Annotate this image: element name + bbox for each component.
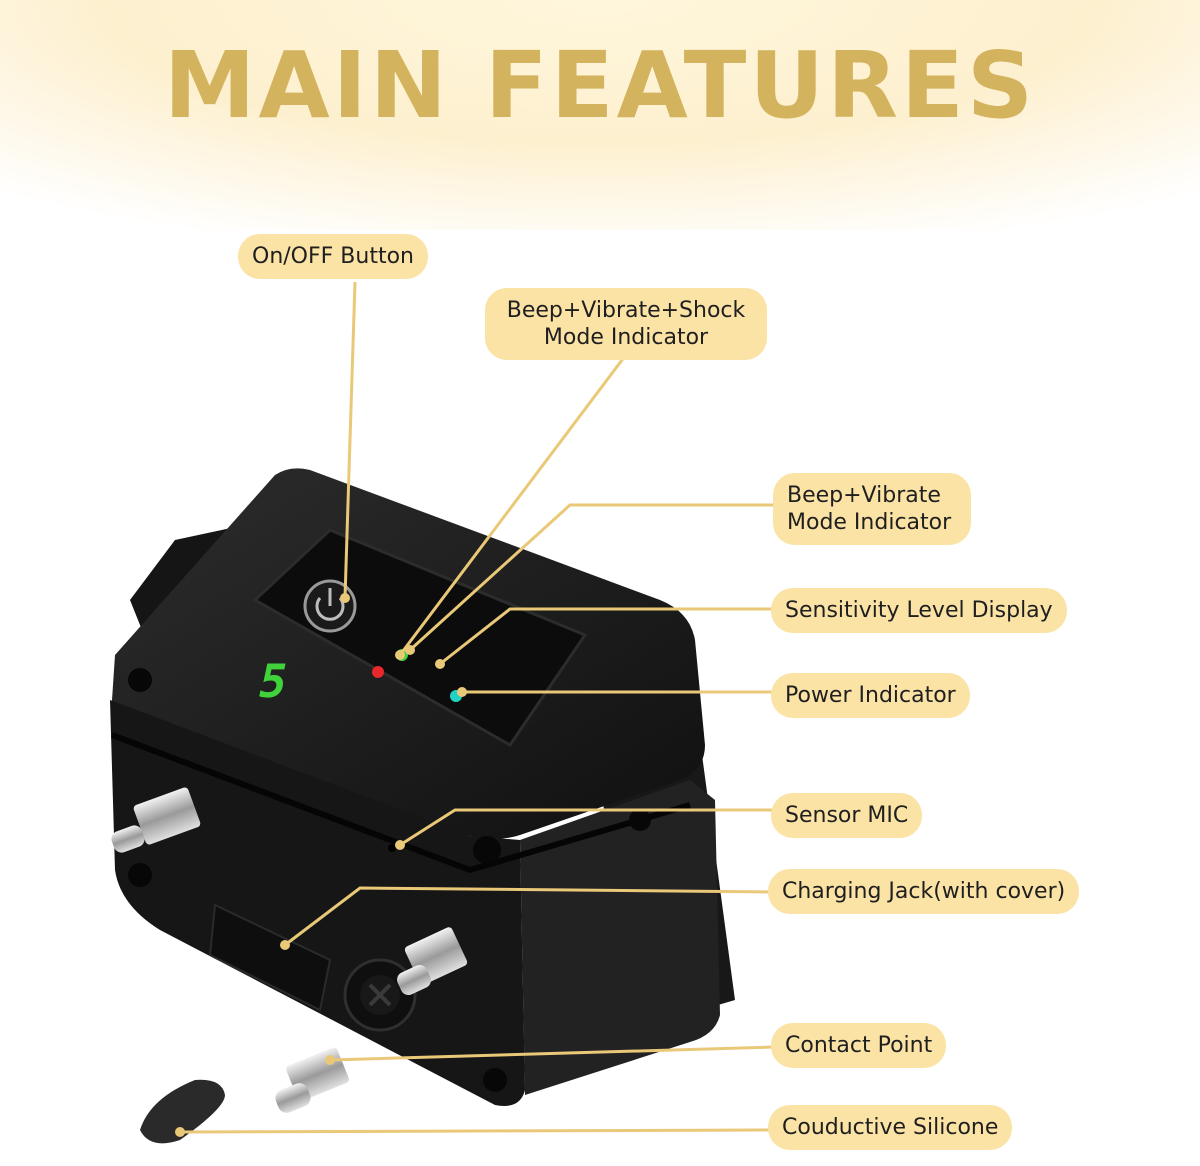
label-mic-text: Sensor MIC (785, 803, 909, 828)
page-title: MAIN FEATURES (163, 32, 1037, 139)
label-bvs-line2: Mode Indicator (543, 325, 709, 350)
loose-contact-point-icon (275, 1047, 349, 1113)
label-conductive-silicone: Couductive Silicone (768, 1105, 1013, 1150)
leader-endpoints (175, 593, 467, 1137)
silicone-cap-icon (140, 1079, 225, 1144)
label-contact-text: Contact Point (785, 1033, 933, 1058)
label-silicone-text: Couductive Silicone (782, 1115, 999, 1140)
header-band (0, 0, 1200, 230)
label-bv-line2: Mode Indicator (787, 510, 952, 535)
label-sensor-mic: Sensor MIC (771, 793, 923, 838)
label-bvs-mode-indicator: Beep+Vibrate+Shock Mode Indicator (485, 288, 767, 360)
leader-lines (179, 281, 776, 1134)
label-contact-point: Contact Point (771, 1023, 947, 1068)
label-onoff-text: On/OFF Button (252, 244, 414, 269)
power-button-icon[interactable] (303, 579, 357, 633)
label-power-text: Power Indicator (785, 683, 956, 708)
label-bvs-line1: Beep+Vibrate+Shock (506, 298, 746, 323)
label-bv-mode-indicator: Beep+Vibrate Mode Indicator (773, 473, 971, 545)
contact-post-left-icon (111, 787, 201, 853)
label-bv-line1: Beep+Vibrate (787, 483, 941, 508)
label-onoff-button: On/OFF Button (238, 234, 428, 279)
label-charging-jack: Charging Jack(with cover) (768, 869, 1080, 914)
label-charging-text: Charging Jack(with cover) (782, 879, 1066, 904)
label-sensitivity-level-display: Sensitivity Level Display (771, 588, 1067, 633)
led-red-icon (372, 666, 384, 678)
collar-receiver (110, 468, 720, 1106)
contact-post-right-icon (397, 927, 468, 996)
label-power-indicator: Power Indicator (771, 673, 970, 718)
label-sensitivity-text: Sensitivity Level Display (785, 598, 1053, 623)
